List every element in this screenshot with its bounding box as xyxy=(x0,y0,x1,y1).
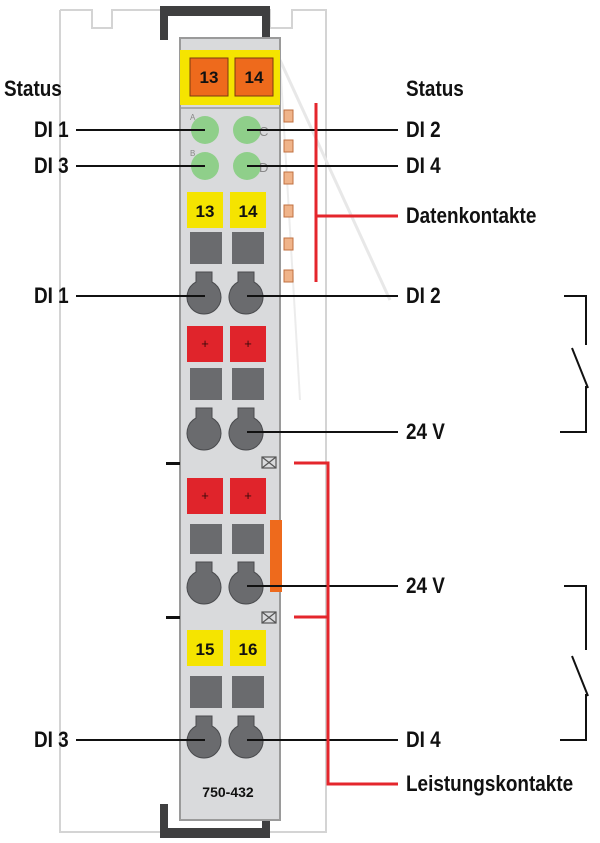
plus-block-1a xyxy=(187,326,223,362)
tag-16 xyxy=(230,630,266,666)
tag-14 xyxy=(230,192,266,228)
plus-block-2a xyxy=(187,478,223,514)
side-tick-1 xyxy=(166,462,180,465)
led-d-letter: D xyxy=(259,160,268,175)
v24-label-2: 24 V xyxy=(406,573,445,598)
leader-lines xyxy=(76,129,398,741)
part-number: 750-432 xyxy=(202,784,254,800)
plus-2a-text: + xyxy=(201,488,209,503)
top-tag-14 xyxy=(234,57,274,97)
top-tag-13-text: 13 xyxy=(200,68,219,87)
datenkontakte-label: Datenkontakte xyxy=(406,203,537,228)
tag-13-text: 13 xyxy=(196,202,215,221)
di3-led-label: DI 3 xyxy=(34,153,69,178)
plus-1a-text: + xyxy=(201,336,209,351)
di4-terminal-label: DI 4 xyxy=(406,727,441,752)
di1-led-label: DI 1 xyxy=(34,117,69,142)
plus-1b-text: + xyxy=(244,336,252,351)
data-contacts-bracket xyxy=(314,103,398,282)
plus-block-1b xyxy=(230,326,266,362)
side-tick-2 xyxy=(166,616,180,619)
di3-terminal-label: DI 3 xyxy=(34,727,69,752)
rail-clip-bottom xyxy=(160,804,270,838)
di2-terminal-label: DI 2 xyxy=(406,283,441,308)
di4-led-label: DI 4 xyxy=(406,153,441,178)
led-b-letter: B xyxy=(190,149,195,158)
plus-2b-text: + xyxy=(244,488,252,503)
tag-15-text: 15 xyxy=(196,640,215,659)
power-jumper xyxy=(270,520,282,592)
power-contacts-bracket xyxy=(294,461,398,786)
top-tag-14-text: 14 xyxy=(245,68,264,87)
tag-13 xyxy=(187,192,223,228)
led-c-letter: C xyxy=(259,124,268,139)
switch-symbol-1 xyxy=(560,295,589,433)
rail-clip-top xyxy=(160,6,270,40)
tag-15 xyxy=(187,630,223,666)
led-a-letter: A xyxy=(190,113,196,122)
terminal-holes xyxy=(186,271,264,759)
tag-16-text: 16 xyxy=(239,640,258,659)
switch-symbol-2 xyxy=(560,585,589,741)
release-buttons xyxy=(190,232,264,708)
status-label-right: Status xyxy=(406,76,464,101)
plus-block-2b xyxy=(230,478,266,514)
top-tag-13 xyxy=(189,57,229,97)
leistungskontakte-label: Leistungskontakte xyxy=(406,771,574,796)
di2-led-label: DI 2 xyxy=(406,117,441,142)
power-contact-marks xyxy=(261,456,277,624)
tag-14-text: 14 xyxy=(239,202,258,221)
di1-terminal-label: DI 1 xyxy=(34,283,69,308)
status-label-left: Status xyxy=(4,76,62,101)
data-contact-pads xyxy=(283,109,294,283)
v24-label-1: 24 V xyxy=(406,419,445,444)
